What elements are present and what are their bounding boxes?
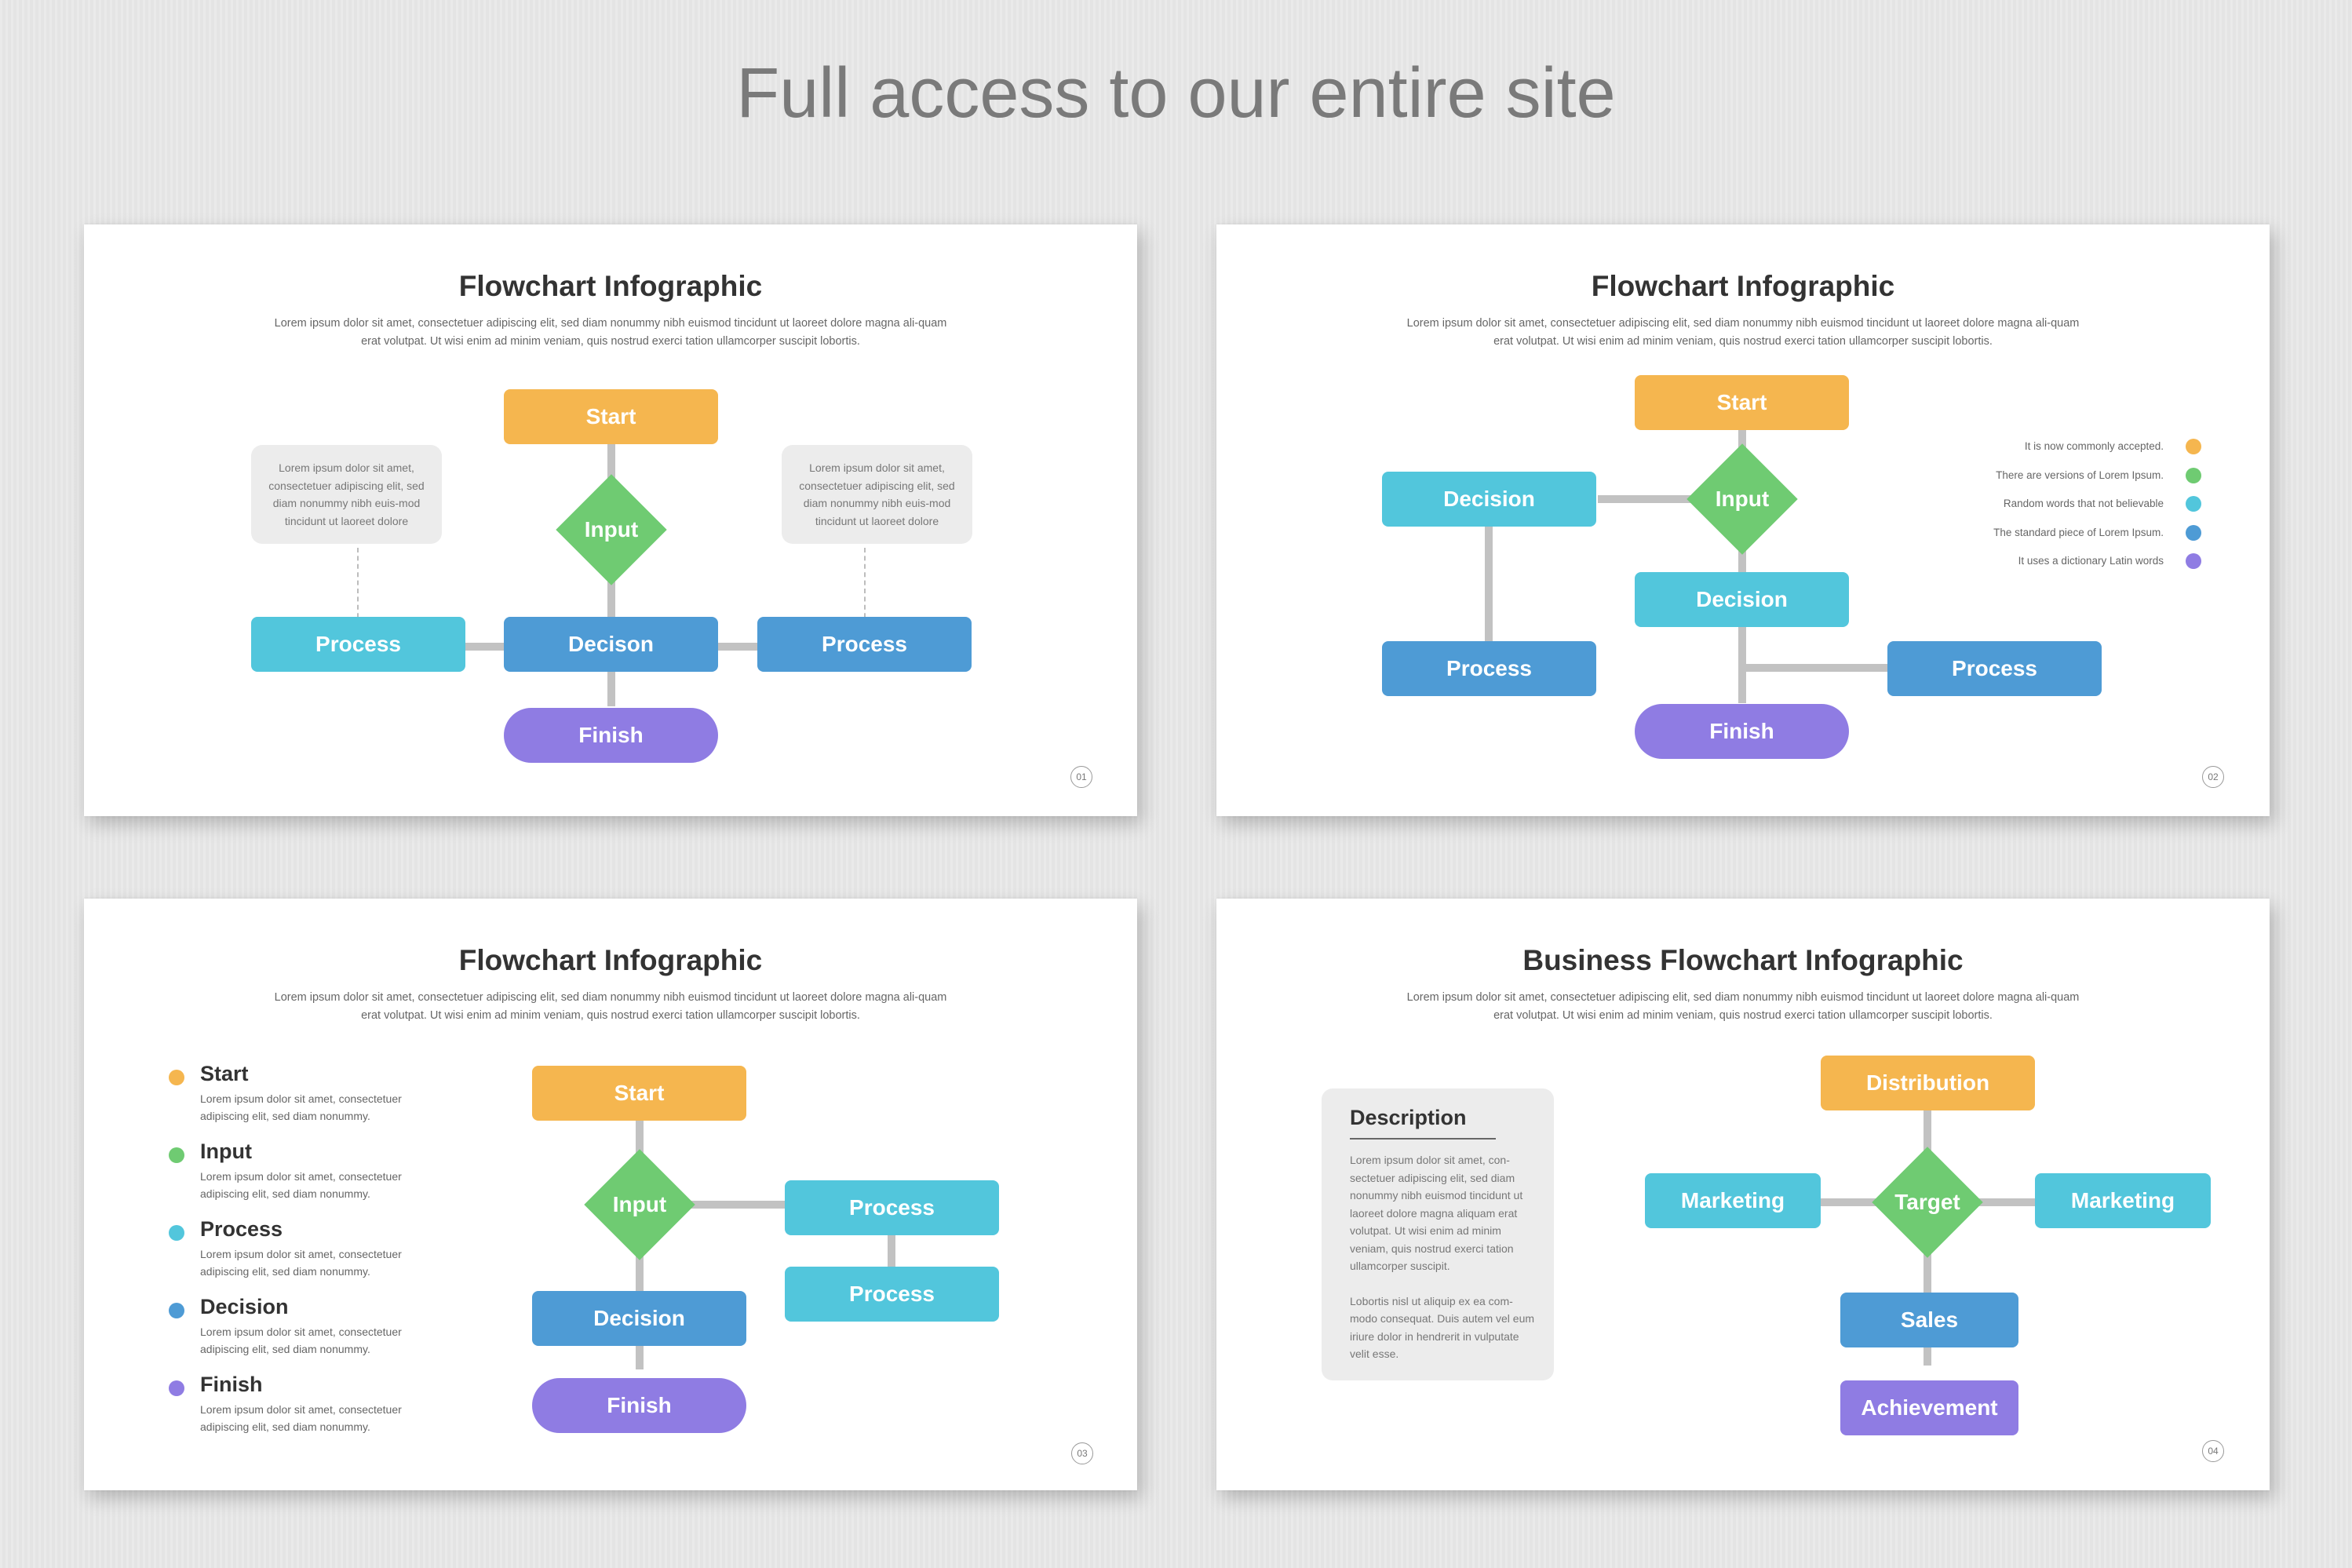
slide-description: Lorem ipsum dolor sit amet, consectetuer… bbox=[274, 317, 947, 348]
legend-dot bbox=[2186, 468, 2201, 483]
description-box: Description Lorem ipsum dolor sit amet, … bbox=[1322, 1088, 1554, 1380]
key-title: Decision bbox=[200, 1295, 289, 1318]
key-description: Lorem ipsum dolor sit amet, consectetuer… bbox=[200, 1248, 402, 1278]
connector bbox=[1485, 525, 1493, 643]
sales-node: Sales bbox=[1840, 1293, 2018, 1347]
slide-4: Business Flowchart Infographic Lorem ips… bbox=[1216, 899, 2270, 1490]
key-item-finish: Finish Lorem ipsum dolor sit amet, conse… bbox=[169, 1373, 451, 1443]
key-title: Start bbox=[200, 1062, 249, 1085]
distribution-node: Distribution bbox=[1821, 1056, 2035, 1110]
page-number: 04 bbox=[2202, 1440, 2224, 1462]
legend-item: It is now commonly accepted. bbox=[2005, 436, 2201, 460]
legend-label: There are versions of Lorem Ipsum. bbox=[1996, 469, 2164, 481]
description-title: Description bbox=[1350, 1106, 1467, 1129]
legend-label: Random words that not believable bbox=[2003, 498, 2164, 509]
key-dot bbox=[169, 1380, 184, 1396]
slide-title: Flowchart Infographic bbox=[1591, 270, 1895, 302]
legend-dot bbox=[2186, 496, 2201, 512]
page-number: 02 bbox=[2202, 766, 2224, 788]
legend-dot bbox=[2186, 525, 2201, 541]
description-paragraph: Lorem ipsum dolor sit amet, con-sectetue… bbox=[1350, 1154, 1523, 1272]
process-left-node: Process bbox=[1382, 641, 1596, 696]
note-left: Lorem ipsum dolor sit amet, consectetuer… bbox=[251, 445, 442, 544]
finish-node: Finish bbox=[1635, 704, 1849, 759]
decision-node: Decision bbox=[532, 1291, 746, 1346]
key-description: Lorem ipsum dolor sit amet, consectetuer… bbox=[200, 1403, 402, 1433]
key-item-process: Process Lorem ipsum dolor sit amet, cons… bbox=[169, 1217, 451, 1288]
slide-1: Flowchart Infographic Lorem ipsum dolor … bbox=[84, 224, 1137, 816]
note-right: Lorem ipsum dolor sit amet, consectetuer… bbox=[782, 445, 972, 544]
legend-item: It uses a dictionary Latin words bbox=[2005, 551, 2201, 574]
key-description: Lorem ipsum dolor sit amet, consectetuer… bbox=[200, 1326, 402, 1355]
slide-description: Lorem ipsum dolor sit amet, consectetuer… bbox=[1406, 991, 2080, 1022]
legend-label: It uses a dictionary Latin words bbox=[2018, 555, 2164, 567]
description-underline bbox=[1350, 1138, 1496, 1140]
dashed-connector bbox=[357, 548, 359, 634]
legend-item: The standard piece of Lorem Ipsum. bbox=[1993, 523, 2201, 546]
input-label: Input bbox=[584, 517, 639, 542]
page-number: 03 bbox=[1071, 1442, 1093, 1464]
description-body: Lorem ipsum dolor sit amet, con-sectetue… bbox=[1350, 1151, 1538, 1363]
legend-dot bbox=[2186, 553, 2201, 569]
description-paragraph: Lobortis nisl ut aliquip ex ea com-modo … bbox=[1350, 1294, 1535, 1361]
key-dot bbox=[169, 1147, 184, 1163]
dashed-connector bbox=[864, 548, 866, 634]
legend-item: Random words that not believable bbox=[2003, 494, 2201, 517]
legend-dot bbox=[2186, 439, 2201, 454]
key-dot bbox=[169, 1070, 184, 1085]
connector bbox=[1598, 495, 1708, 503]
process-right-node: Process bbox=[1887, 641, 2102, 696]
finish-node: Finish bbox=[532, 1378, 746, 1433]
key-dot bbox=[169, 1303, 184, 1318]
process-left-node: Process bbox=[251, 617, 465, 672]
key-title: Process bbox=[200, 1217, 283, 1241]
key-title: Finish bbox=[200, 1373, 263, 1396]
key-description: Lorem ipsum dolor sit amet, consectetuer… bbox=[200, 1170, 402, 1200]
input-label: Input bbox=[612, 1192, 667, 1216]
marketing-right-node: Marketing bbox=[2035, 1173, 2211, 1228]
start-node: Start bbox=[1635, 375, 1849, 430]
process-bottom-node: Process bbox=[785, 1267, 999, 1322]
slide-3: Flowchart Infographic Lorem ipsum dolor … bbox=[84, 899, 1137, 1490]
slide-title: Flowchart Infographic bbox=[458, 944, 763, 976]
slide-title: Flowchart Infographic bbox=[458, 270, 763, 302]
input-label: Input bbox=[1715, 487, 1770, 511]
key-description: Lorem ipsum dolor sit amet, consectetuer… bbox=[200, 1092, 402, 1122]
connector bbox=[680, 1201, 790, 1209]
slide-title: Business Flowchart Infographic bbox=[1522, 944, 1964, 976]
key-title: Input bbox=[200, 1140, 252, 1163]
start-node: Start bbox=[532, 1066, 746, 1121]
page-headline: Full access to our entire site bbox=[736, 54, 1616, 133]
target-label: Target bbox=[1894, 1190, 1960, 1214]
achievement-node: Achievement bbox=[1840, 1380, 2018, 1435]
start-node: Start bbox=[504, 389, 718, 444]
decision-node: Decison bbox=[504, 617, 718, 672]
key-item-input: Input Lorem ipsum dolor sit amet, consec… bbox=[169, 1140, 451, 1210]
process-right-node: Process bbox=[757, 617, 972, 672]
finish-node: Finish bbox=[504, 708, 718, 763]
legend-label: It is now commonly accepted. bbox=[2024, 440, 2164, 452]
legend-label: The standard piece of Lorem Ipsum. bbox=[1993, 527, 2164, 538]
marketing-left-node: Marketing bbox=[1645, 1173, 1821, 1228]
slide-2: Flowchart Infographic Lorem ipsum dolor … bbox=[1216, 224, 2270, 816]
slide-description: Lorem ipsum dolor sit amet, consectetuer… bbox=[274, 991, 947, 1022]
key-dot bbox=[169, 1225, 184, 1241]
connector bbox=[1738, 416, 1746, 703]
page-number: 01 bbox=[1070, 766, 1092, 788]
legend-item: There are versions of Lorem Ipsum. bbox=[1996, 465, 2201, 489]
process-top-node: Process bbox=[785, 1180, 999, 1235]
key-item-decision: Decision Lorem ipsum dolor sit amet, con… bbox=[169, 1295, 451, 1366]
decision-center-node: Decision bbox=[1635, 572, 1849, 627]
connector bbox=[888, 1228, 895, 1275]
key-item-start: Start Lorem ipsum dolor sit amet, consec… bbox=[169, 1062, 451, 1132]
connector bbox=[1738, 664, 1892, 672]
slide-description: Lorem ipsum dolor sit amet, consectetuer… bbox=[1406, 317, 2080, 348]
decision-left-node: Decision bbox=[1382, 472, 1596, 527]
